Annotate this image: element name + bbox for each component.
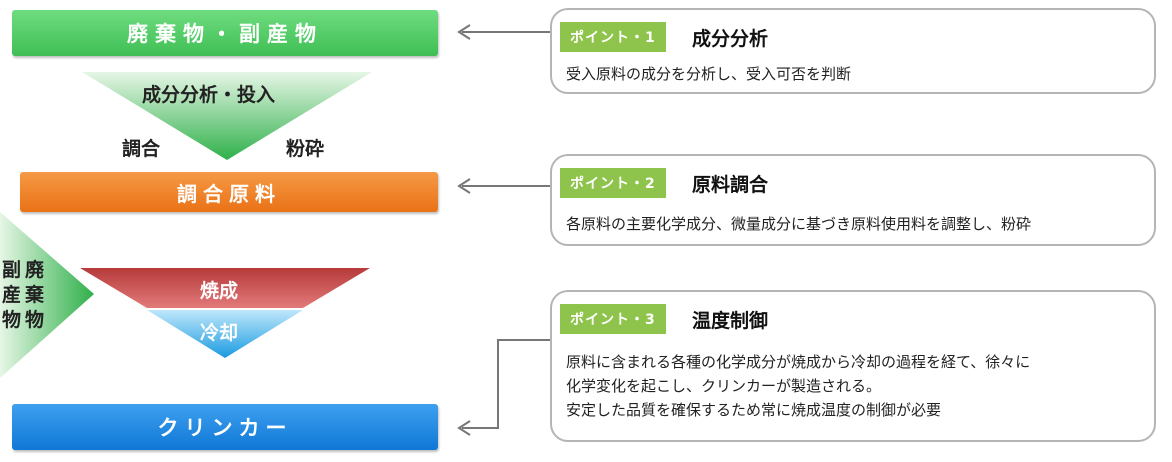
byproduct-side-arrow [0,212,94,378]
arrow-point3 [457,339,550,436]
point3-desc-line-3: 安定した品質を確保するため常に焼成温度の制御が必要 [566,401,942,419]
clinker-bar: クリンカー [12,404,438,450]
waste-byproduct-label: 廃棄物・副産物 [127,22,323,46]
point3-desc-line-1: 原料に含まれる各種の化学成分が焼成から冷却の過程を経て、徐々に [566,353,1031,371]
point2-desc: 各原料の主要化学成分、微量成分に基づき原料使用料を調整し、粉砕 [566,212,1031,236]
point1-box: ポイント・1 成分分析 受入原料の成分を分析し、受入可否を判断 [550,8,1156,94]
point1-desc-line: 受入原料の成分を分析し、受入可否を判断 [566,65,852,83]
funnel-label: 成分分析・投入 [142,84,276,106]
point3-desc: 原料に含まれる各種の化学成分が焼成から冷却の過程を経て、徐々に 化学変化を起こし… [566,350,1030,422]
point1-badge: ポイント・1 [560,22,666,52]
point3-box: ポイント・3 温度制御 原料に含まれる各種の化学成分が焼成から冷却の過程を経て、… [550,290,1156,442]
blended-material-bar: 調合原料 [20,172,438,212]
clinker-label: クリンカー [157,416,293,440]
arrow-point1 [457,24,550,40]
point3-desc-line-2: 化学変化を起こし、クリンカーが製造される。 [566,377,882,395]
point2-desc-line: 各原料の主要化学成分、微量成分に基づき原料使用料を調整し、粉砕 [566,215,1032,233]
point3-title: 温度制御 [692,309,769,332]
point3-badge: ポイント・3 [560,304,666,334]
point2-badge: ポイント・2 [560,168,666,198]
point2-title: 原料調合 [692,173,769,196]
burn-cool-triangle [80,268,370,358]
side-label-col2: 廃棄物 [25,259,45,331]
point2-box: ポイント・2 原料調合 各原料の主要化学成分、微量成分に基づき原料使用料を調整し… [550,154,1156,246]
blend-label: 調合 [122,138,161,160]
waste-byproduct-bar: 廃棄物・副産物 [12,10,438,56]
point1-desc: 受入原料の成分を分析し、受入可否を判断 [566,62,851,86]
grind-label: 粉砕 [286,138,325,160]
blended-material-label: 調合原料 [177,181,281,206]
point1-title: 成分分析 [692,27,769,50]
side-label-col1: 副産物 [2,259,22,331]
cool-label: 冷却 [200,322,239,344]
arrow-point2 [457,178,550,194]
burn-label: 焼成 [200,280,239,302]
analysis-funnel [82,72,372,160]
